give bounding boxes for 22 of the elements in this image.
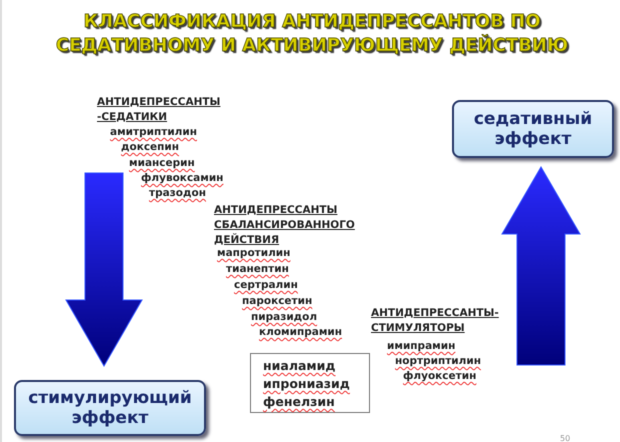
drug-list-box [250, 353, 370, 413]
drug-name: тразодон [149, 186, 206, 201]
drug-name: пароксетин [242, 294, 312, 309]
drug-name: фенелзин [263, 393, 336, 411]
drug-name: ипрониазид [263, 375, 351, 393]
drug-name: мапротилин [217, 246, 290, 261]
effect-box: стимулирующий эффект [14, 380, 206, 436]
drug-name: тианептин [226, 262, 289, 277]
drug-name: сертралин [234, 278, 298, 293]
drug-name: флуоксетин [403, 369, 476, 384]
effect-box: седативный эффект [452, 100, 614, 158]
drug-name: амитриптилин [110, 125, 197, 140]
drug-name: миансерин [129, 156, 195, 171]
page-number: 50 [560, 433, 570, 442]
drug-name: флувоксамин [141, 171, 224, 186]
drug-name: пиразидол [251, 310, 318, 325]
drug-name: имипрамин [387, 339, 456, 354]
drug-name: нортриптилин [395, 354, 481, 369]
drug-name: доксепин [121, 140, 180, 155]
title: КЛАССИФИКАЦИЯ АНТИДЕПРЕССАНТОВ ПО СЕДАТИВНОМУ И АКТИВИРУЮЩЕМУ ДЕЙСТВИЮ [54, 10, 570, 58]
drug-name: кломипрамин [259, 325, 342, 340]
drug-name: ниаламид [263, 357, 336, 375]
